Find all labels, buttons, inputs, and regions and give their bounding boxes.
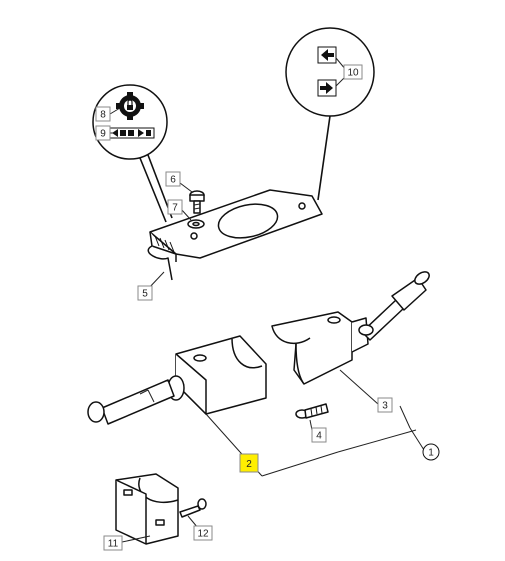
callout-11: 11: [103, 535, 123, 551]
svg-text:8: 8: [100, 110, 106, 121]
svg-text:12: 12: [197, 529, 209, 540]
callout-8: 8: [95, 106, 111, 122]
housing-screw: [295, 403, 329, 419]
right-switch-lever: [358, 271, 430, 341]
bracket-bolt: [189, 190, 205, 214]
shift-pattern-icon: [107, 127, 155, 139]
svg-text:1: 1: [428, 448, 434, 459]
callout-1: 1: [422, 443, 440, 461]
half-shell: [115, 473, 179, 545]
svg-text:7: 7: [172, 203, 178, 214]
arrow-right-icon: [317, 79, 337, 97]
callout-6: 6: [165, 171, 181, 187]
callout-12: 12: [193, 525, 213, 541]
bracket-washer: [187, 219, 205, 229]
svg-text:4: 4: [316, 431, 322, 442]
svg-text:6: 6: [170, 175, 176, 186]
svg-text:10: 10: [347, 68, 359, 79]
svg-text:5: 5: [142, 289, 148, 300]
callout-5: 5: [137, 285, 153, 301]
callout-10: 10: [343, 64, 363, 80]
callout-7: 7: [167, 199, 183, 215]
callout-4: 4: [311, 427, 327, 443]
leader-lines: [109, 107, 425, 543]
left-switch-housing: [175, 335, 267, 415]
svg-text:9: 9: [100, 129, 106, 140]
mounting-bracket: [147, 189, 323, 281]
svg-text:11: 11: [108, 539, 119, 550]
lock-decal-detail: [92, 84, 173, 223]
svg-text:3: 3: [382, 401, 388, 412]
arrow-left-icon: [317, 46, 337, 64]
shell-screw: [179, 498, 207, 518]
left-switch-lever: [87, 375, 185, 425]
svg-text:2: 2: [246, 459, 252, 470]
callout-2-highlighted: 2: [239, 453, 259, 473]
callout-9: 9: [95, 125, 111, 141]
right-switch-housing: [271, 311, 369, 385]
callout-3: 3: [377, 397, 393, 413]
arrow-decal-detail: [285, 27, 375, 201]
gear-lock-icon: [116, 92, 144, 120]
